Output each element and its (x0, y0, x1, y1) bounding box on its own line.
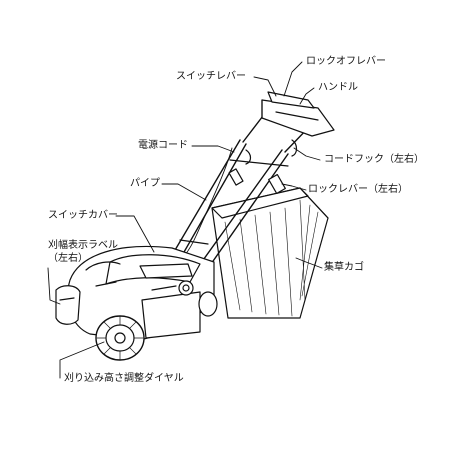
leader-height-dial (59, 341, 105, 379)
grass-box-shape (211, 187, 329, 319)
leader-cut-width-label (47, 267, 61, 305)
label-cord-hook: コードフック（左右） (324, 154, 424, 165)
front-label-area (55, 285, 81, 325)
rear-wheel (198, 291, 218, 317)
label-lock-lever: ロックレバー（左右） (308, 184, 408, 195)
leader-switch-lever (253, 76, 277, 97)
leader-lock-off-lever (283, 61, 303, 97)
label-switch-cover: スイッチカバー (48, 210, 118, 221)
label-cut-width-line1: 刈幅表示ラベル (48, 240, 118, 251)
leader-switch-cover (115, 215, 155, 253)
label-switch-lever: スイッチレバー (176, 71, 246, 82)
cord-hook-shape (245, 139, 298, 165)
label-handle: ハンドル (318, 82, 358, 93)
label-power-cord: 電源コード (138, 140, 188, 151)
label-grass-box: 集草カゴ (324, 262, 364, 273)
leader-power-cord (191, 145, 235, 153)
leader-cord-hook (293, 147, 321, 161)
label-lock-off-lever: ロックオフレバー (306, 56, 386, 67)
front-wheel (95, 315, 145, 361)
leader-grass-box (295, 257, 323, 269)
label-height-dial: 刈り込み高さ調整ダイヤル (64, 373, 184, 384)
label-cut-width-line2: （左右） (48, 253, 88, 264)
label-pipe: パイプ (130, 178, 160, 189)
leader-lines (47, 61, 323, 379)
leader-handle (299, 87, 315, 105)
handle-grip (261, 91, 335, 137)
leader-pipe (161, 183, 207, 201)
leader-lock-lever (281, 183, 307, 191)
lock-lever-shape (228, 168, 286, 195)
